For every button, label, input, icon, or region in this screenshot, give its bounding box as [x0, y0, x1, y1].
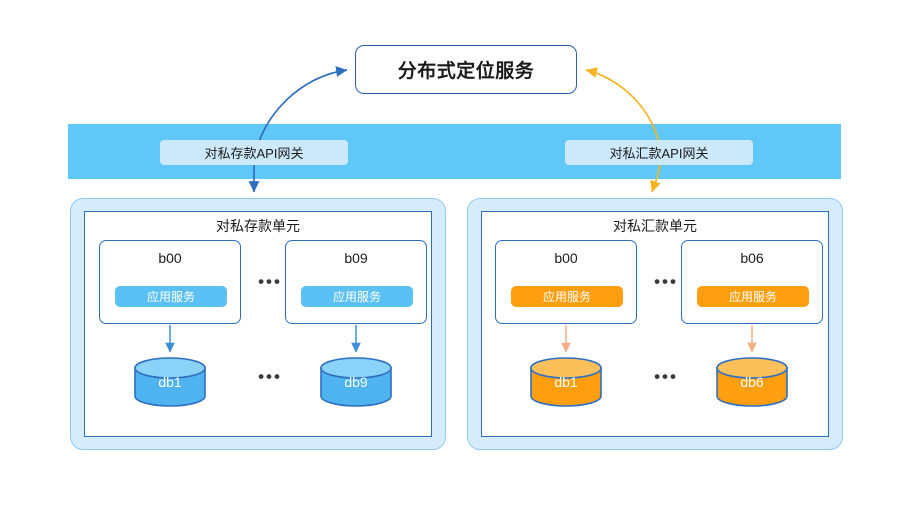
node-label: b09: [344, 250, 368, 266]
database-ellipsis-remittance: •••: [654, 367, 678, 386]
node-ellipsis-remittance: •••: [654, 272, 678, 291]
cylinder-icon: [134, 357, 206, 407]
node-label: b00: [554, 250, 578, 266]
database-label: db1: [554, 374, 578, 390]
gateway-remittance[interactable]: 对私汇款API网关: [565, 140, 753, 165]
node-card-remittance-b06[interactable]: b06 应用服务: [681, 240, 823, 324]
database-deposit-db1[interactable]: db1: [133, 357, 207, 407]
cylinder-icon: [530, 357, 602, 407]
node-label: b00: [158, 250, 182, 266]
database-remittance-db6[interactable]: db6: [715, 357, 789, 407]
unit-remittance-title: 对私汇款单元: [613, 218, 697, 234]
service-pill[interactable]: 应用服务: [115, 286, 227, 307]
database-remittance-db1[interactable]: db1: [529, 357, 603, 407]
service-pill[interactable]: 应用服务: [301, 286, 413, 307]
database-label: db9: [344, 374, 368, 390]
node-card-remittance-b00[interactable]: b00 应用服务: [495, 240, 637, 324]
gateway-deposit-label: 对私存款API网关: [204, 146, 304, 161]
gateway-deposit[interactable]: 对私存款API网关: [160, 140, 348, 165]
database-label: db6: [740, 374, 764, 390]
node-card-deposit-b09[interactable]: b09 应用服务: [285, 240, 427, 324]
database-label: db1: [158, 374, 182, 390]
service-pill[interactable]: 应用服务: [697, 286, 809, 307]
node-label: b06: [740, 250, 764, 266]
node-ellipsis-deposit: •••: [258, 272, 282, 291]
page-title: 分布式定位服务: [397, 61, 535, 82]
database-ellipsis-deposit: •••: [258, 367, 282, 386]
database-deposit-db9[interactable]: db9: [319, 357, 393, 407]
cylinder-icon: [716, 357, 788, 407]
node-card-deposit-b00[interactable]: b00 应用服务: [99, 240, 241, 324]
service-pill[interactable]: 应用服务: [511, 286, 623, 307]
distributed-location-service-box[interactable]: 分布式定位服务: [355, 45, 577, 94]
gateway-remittance-label: 对私汇款API网关: [609, 146, 709, 161]
unit-deposit-title: 对私存款单元: [216, 218, 300, 234]
cylinder-icon: [320, 357, 392, 407]
